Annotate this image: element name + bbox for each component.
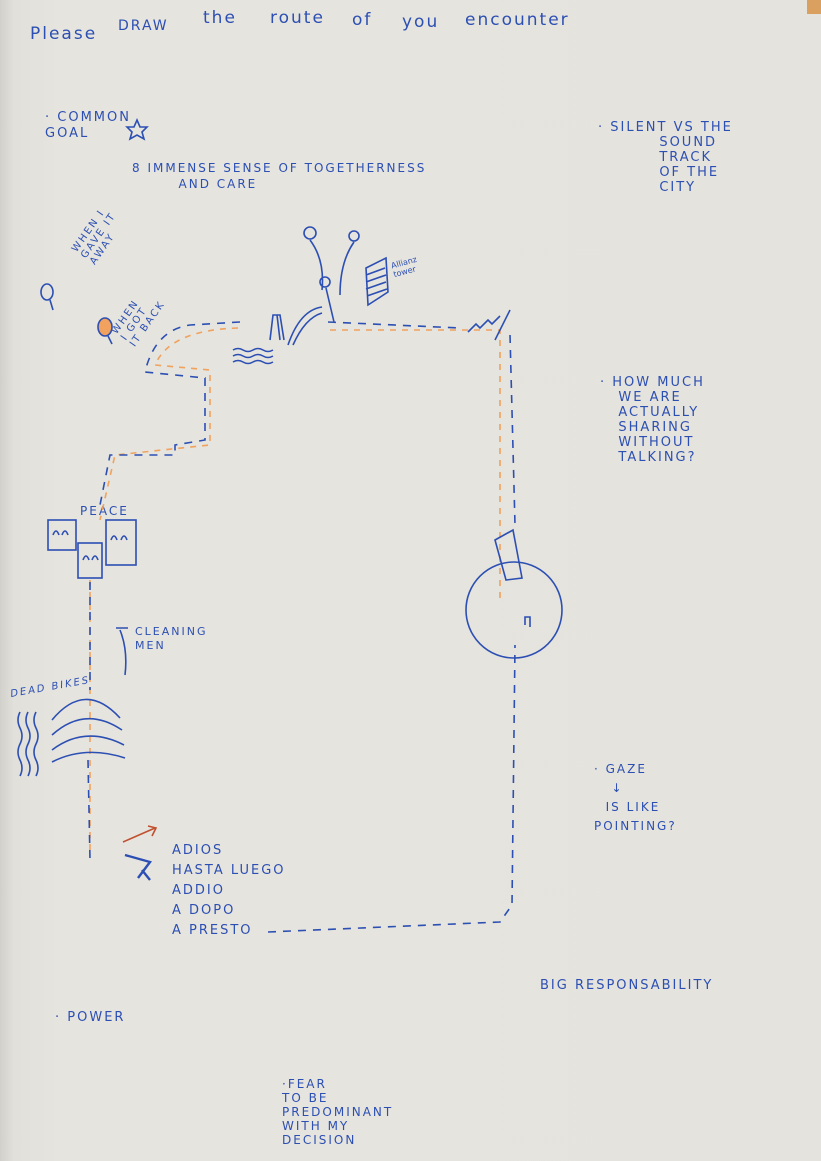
goodbye-item: ADIOS [172, 843, 224, 858]
note-fear: ·FEAR TO BE PREDOMINANT WITH MY DECISION [282, 1077, 394, 1147]
label-cleaning-men: CLEANING MEN [135, 625, 208, 652]
goodbye-item: HASTA LUEGO [172, 863, 286, 878]
note-gaze: · GAZE ↓ IS LIKE POINTING? [594, 762, 677, 833]
goodbye-item: A PRESTO [172, 923, 253, 938]
zigzag-icon [467, 309, 511, 341]
goodbye-item: ADDIO [172, 883, 225, 898]
arrow-down-blue-icon [124, 853, 153, 881]
route-orange [89, 327, 501, 850]
arrow-up-orange-icon [122, 825, 158, 843]
dead-bikes-icon [17, 698, 126, 777]
flowers-icon [303, 226, 360, 323]
balloon-orange-icon [97, 317, 113, 345]
title-word: of [352, 10, 373, 30]
title-word: Please [30, 24, 98, 44]
title-word: the [203, 8, 237, 28]
note-power: · POWER [55, 1010, 126, 1025]
title-word: route [270, 8, 325, 28]
peace-buildings-icon [47, 519, 137, 579]
broom-icon [116, 627, 128, 676]
route-path [87, 321, 516, 933]
title-word: you [402, 12, 440, 32]
allianz-tower-icon [365, 256, 389, 307]
note-silent: · SILENT VS THE SOUND TRACK OF THE CITY [598, 120, 733, 195]
goodbye-item: A DOPO [172, 903, 236, 918]
bridge-icon [287, 306, 323, 346]
note-togetherness: 8 IMMENSE SENSE OF TOGETHERNESS AND CARE [132, 161, 427, 191]
note-sharing: · HOW MUCH WE ARE ACTUALLY SHARING WITHO… [600, 375, 705, 465]
balloon-empty-icon [40, 283, 54, 311]
title-word: encounter [465, 10, 570, 30]
people-icon [269, 314, 285, 341]
water-icon [232, 347, 274, 365]
label-peace: PEACE [80, 504, 129, 518]
star-icon [125, 117, 149, 141]
fountain-circle-icon [465, 528, 563, 659]
note-common-goal: · COMMON GOAL [45, 110, 131, 141]
title-word: DRAW [118, 18, 169, 34]
note-responsibility: BIG RESPONSABILITY [540, 978, 714, 993]
page-corner [807, 0, 821, 14]
